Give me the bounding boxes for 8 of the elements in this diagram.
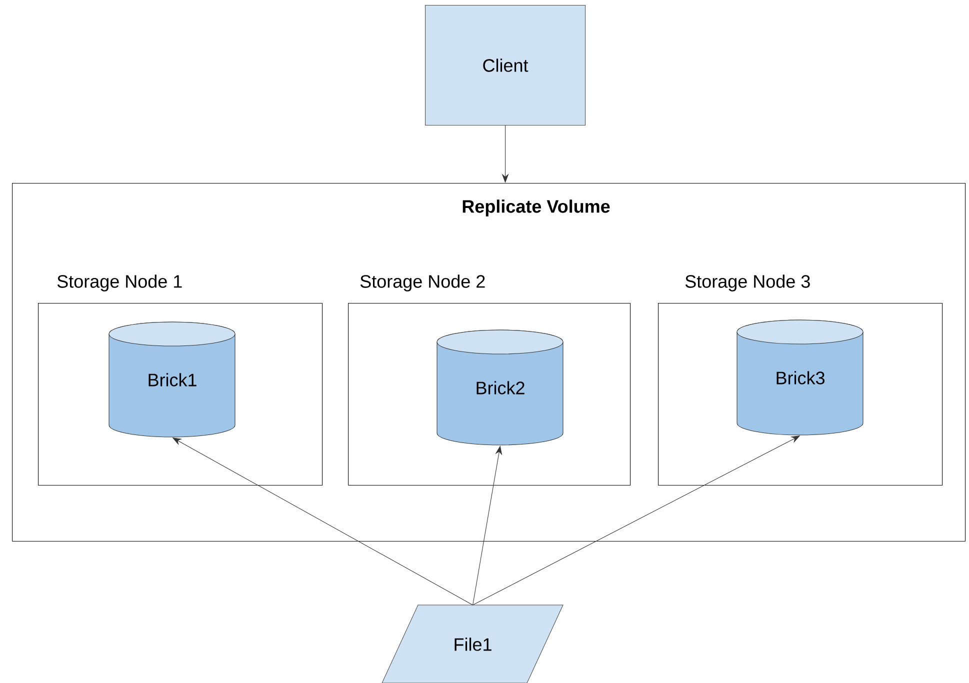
brick-cylinder: Brick1 bbox=[108, 322, 236, 438]
node-label: Storage Node 2 bbox=[360, 274, 485, 292]
node-label: Storage Node 3 bbox=[685, 274, 810, 292]
brick-cylinder: Brick3 bbox=[736, 320, 864, 436]
node-label: Storage Node 1 bbox=[57, 274, 182, 292]
client-box: Client bbox=[425, 5, 586, 126]
file-parallelogram: File1 bbox=[382, 604, 564, 683]
brick-cylinder: Brick2 bbox=[436, 330, 564, 446]
